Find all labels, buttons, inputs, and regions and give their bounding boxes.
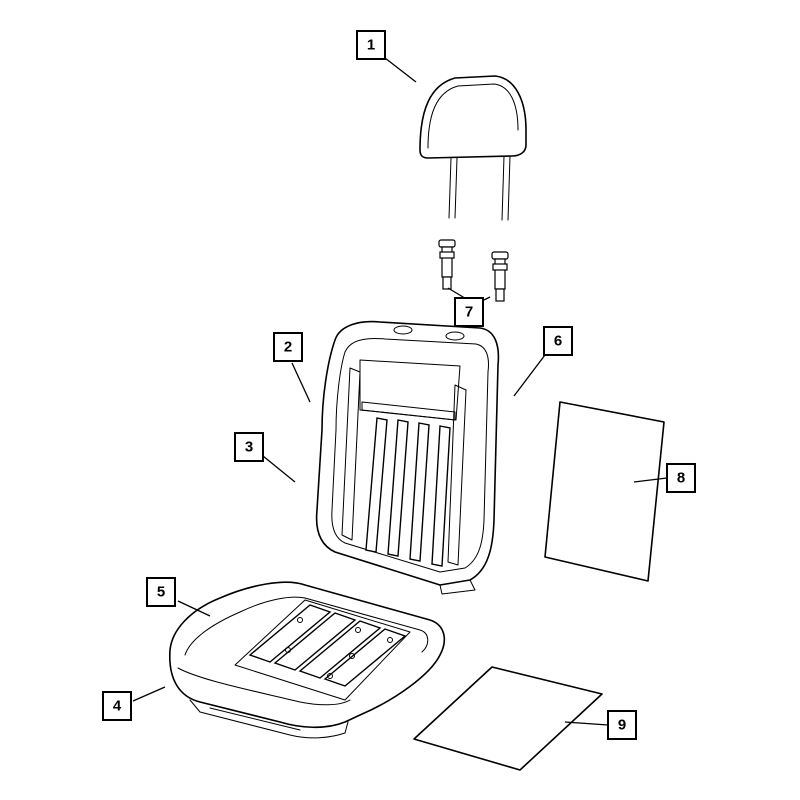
- callout-4-label: 4: [113, 698, 122, 715]
- leader-1: [384, 57, 417, 83]
- leader-4: [132, 686, 166, 702]
- leader-9: [564, 721, 609, 726]
- headrest-guide-part: [438, 239, 509, 302]
- seatback-part: [315, 320, 500, 595]
- seat-cushion-part: [169, 581, 446, 739]
- callout-7-label: 7: [465, 304, 473, 321]
- callout-9: 9: [607, 710, 637, 740]
- callout-3: 3: [234, 432, 264, 462]
- callout-5: 5: [146, 577, 176, 607]
- callout-7: 7: [454, 297, 484, 327]
- leader-5: [177, 600, 211, 617]
- callout-8: 8: [666, 463, 696, 493]
- leader-8: [633, 477, 668, 483]
- callout-2-label: 2: [284, 339, 292, 356]
- headrest-part: [419, 75, 527, 221]
- callout-2: 2: [273, 332, 303, 362]
- leader-7b: [483, 296, 491, 301]
- leader-3: [262, 455, 296, 483]
- callout-5-label: 5: [157, 584, 165, 601]
- callout-4: 4: [102, 691, 132, 721]
- callout-6-label: 6: [554, 333, 562, 350]
- seatback-panel-sheet: [544, 401, 665, 582]
- callout-3-label: 3: [245, 439, 253, 456]
- seat-pad-sheet-part: [413, 666, 603, 771]
- callout-8-label: 8: [677, 470, 685, 487]
- callout-6: 6: [543, 326, 573, 356]
- leader-6: [513, 354, 546, 397]
- callout-1-label: 1: [367, 37, 375, 54]
- callout-9-label: 9: [618, 717, 626, 734]
- callout-1: 1: [356, 30, 386, 60]
- leader-lines: [132, 57, 668, 726]
- leader-2: [291, 362, 311, 403]
